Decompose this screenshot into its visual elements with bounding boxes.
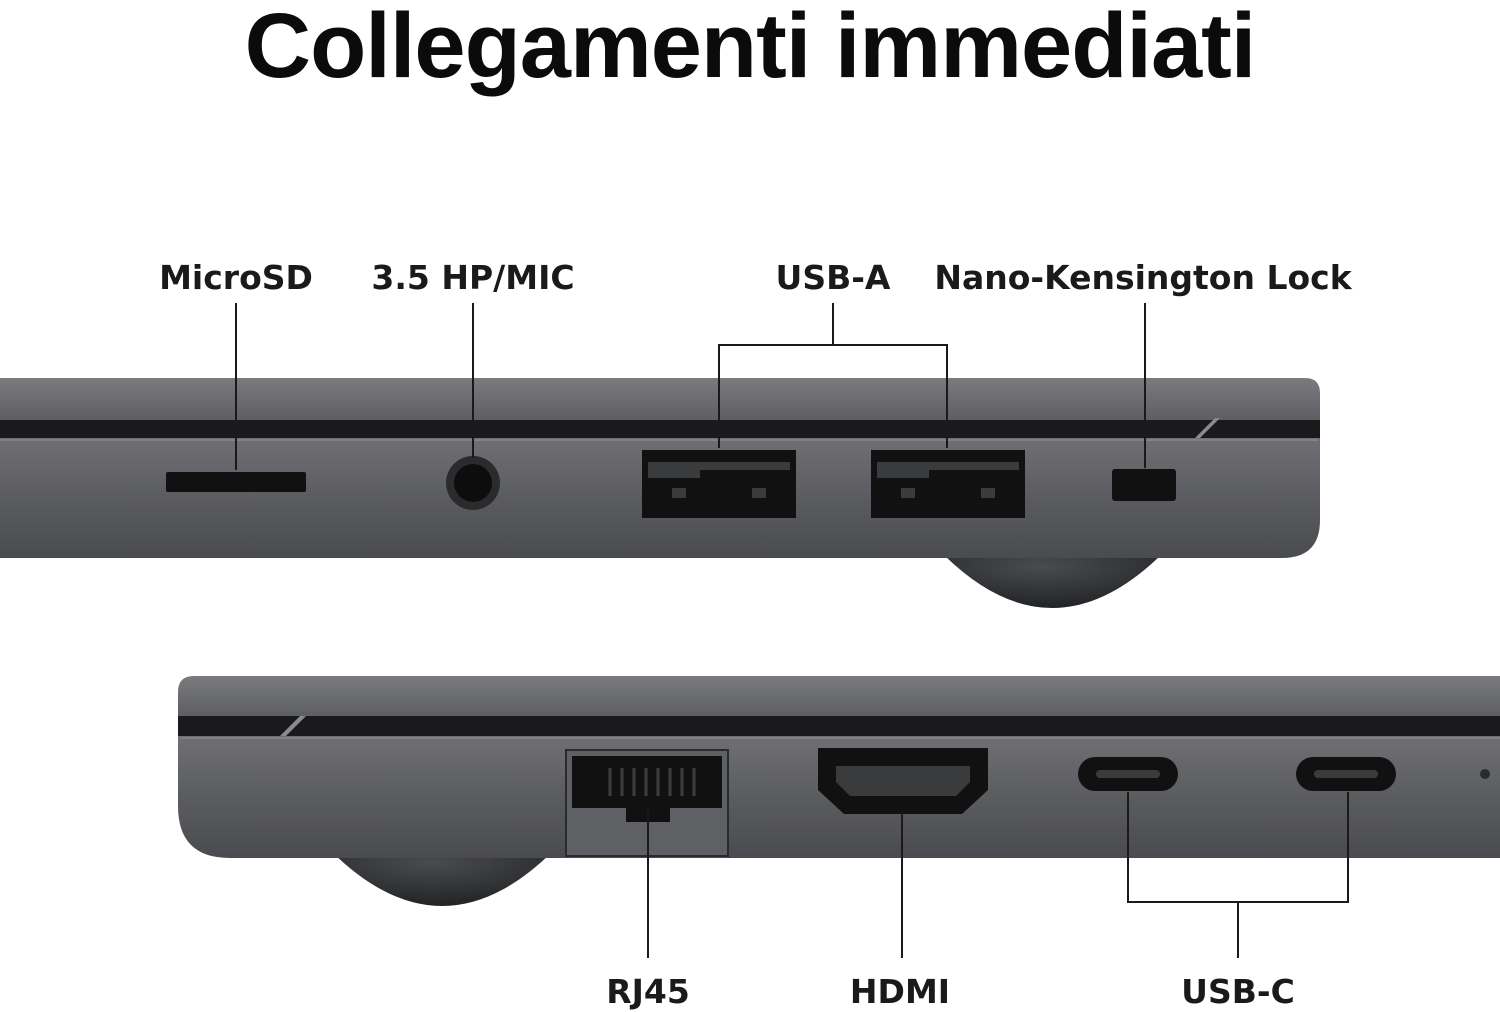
hinge-gap <box>178 716 1500 736</box>
rubber-foot <box>945 556 1160 608</box>
usb-c-port-2 <box>1296 757 1396 791</box>
kensington-lock-slot <box>1112 469 1176 501</box>
page-title: Collegamenti immediati <box>244 0 1257 97</box>
label-rj45: RJ45 <box>606 972 690 1011</box>
label-usb-c: USB-C <box>1181 972 1295 1011</box>
usb-c-port-1 <box>1078 757 1178 791</box>
rubber-foot <box>332 852 552 906</box>
hinge-gap <box>0 420 1320 438</box>
leader-lines-top <box>235 303 1146 470</box>
usb-a-port-2 <box>871 450 1025 518</box>
audio-jack <box>446 456 500 510</box>
laptop-lid <box>178 676 1500 716</box>
label-kensington-lock: Nano-Kensington Lock <box>934 258 1352 297</box>
label-usb-a: USB-A <box>775 258 891 297</box>
leader-lines-bottom <box>647 792 1349 958</box>
indicator-led <box>1480 769 1490 779</box>
label-hdmi: HDMI <box>849 972 951 1011</box>
usb-a-port-1 <box>642 450 796 518</box>
laptop-top-side <box>0 303 1320 608</box>
label-audio-jack: 3.5 HP/MIC <box>371 258 575 297</box>
hdmi-port <box>818 748 988 814</box>
laptop-lid <box>0 378 1320 420</box>
microsd-slot <box>166 472 306 492</box>
laptop-bottom-side <box>178 676 1500 958</box>
label-microsd: MicroSD <box>159 258 313 297</box>
